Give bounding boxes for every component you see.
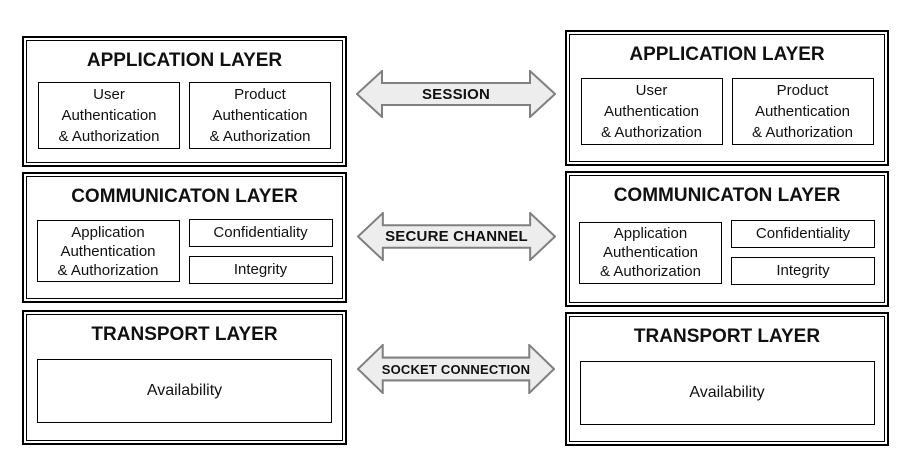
layer-title: TRANSPORT LAYER xyxy=(633,326,821,347)
box-label-line: Application xyxy=(71,223,145,241)
user-auth-box: User Authentication & Authorization xyxy=(38,81,180,149)
communication-right-column: Confidentiality Integrity xyxy=(188,218,333,284)
communication-layer-body: Application Authentication & Authorizati… xyxy=(570,208,884,302)
application-auth-box: Application Authentication & Authorizati… xyxy=(579,221,722,284)
availability-box: Availability xyxy=(37,359,332,423)
layer-title: APPLICATION LAYER xyxy=(629,44,825,65)
double-arrow-icon xyxy=(356,70,556,118)
box-label-line: & Authorization xyxy=(600,263,701,280)
box-label-line: Product xyxy=(234,85,286,103)
box-label-line: Authentication xyxy=(603,103,700,120)
application-layer-right: APPLICATION LAYER User Authentication & … xyxy=(565,30,889,166)
box-label-line: & Authorization xyxy=(752,124,853,141)
communication-layer-right: COMMUNICATON LAYER Application Authentic… xyxy=(565,171,889,307)
box-label-line: & Authorization xyxy=(601,124,702,141)
confidentiality-box: Confidentiality xyxy=(188,218,333,247)
box-label-line: Authentication xyxy=(61,106,157,124)
user-auth-box: User Authentication & Authorization xyxy=(580,78,723,145)
box-label-line: Authentication xyxy=(60,242,156,260)
application-layer-left-inner: APPLICATION LAYER User Authentication & … xyxy=(26,40,343,163)
transport-layer-body: Availability xyxy=(27,347,342,440)
box-label-line: Application xyxy=(613,225,688,242)
application-layer-left: APPLICATION LAYER User Authentication & … xyxy=(22,36,347,167)
double-arrow-icon xyxy=(357,344,555,394)
availability-box: Availability xyxy=(579,360,875,425)
communication-layer-right-inner: COMMUNICATON LAYER Application Authentic… xyxy=(569,175,885,303)
secure-channel-arrow: SECURE CHANNEL xyxy=(357,212,556,261)
session-arrow: SESSION xyxy=(356,70,556,118)
arrow-label: SECURE CHANNEL xyxy=(385,228,528,245)
box-label-line: Product xyxy=(776,82,829,99)
transport-layer-right-inner: TRANSPORT LAYER Availability xyxy=(569,316,885,442)
transport-layer-body: Availability xyxy=(570,349,884,441)
transport-layer-left: TRANSPORT LAYER Availability xyxy=(22,310,347,445)
arrow-label: SESSION xyxy=(421,85,491,103)
arrow-label: SOCKET CONNECTION xyxy=(381,361,531,377)
transport-layer-right: TRANSPORT LAYER Availability xyxy=(565,312,889,446)
socket-connection-arrow: SOCKET CONNECTION xyxy=(357,344,555,394)
communication-right-column: Confidentiality Integrity xyxy=(731,220,875,285)
box-label-line: Authentication xyxy=(754,103,851,120)
application-layer-body: User Authentication & Authorization Prod… xyxy=(570,67,884,161)
integrity-box: Integrity xyxy=(731,257,875,285)
communication-layer-left-inner: COMMUNICATON LAYER Application Authentic… xyxy=(26,176,343,299)
transport-layer-left-inner: TRANSPORT LAYER Availability xyxy=(26,314,343,441)
application-auth-box: Application Authentication & Authorizati… xyxy=(36,220,180,282)
box-label-line: Authentication xyxy=(212,106,308,124)
box-label-line: & Authorization xyxy=(209,127,311,145)
application-layer-body: User Authentication & Authorization Prod… xyxy=(27,73,342,162)
product-auth-box: Product Authentication & Authorization xyxy=(189,81,331,149)
application-layer-right-inner: APPLICATION LAYER User Authentication & … xyxy=(569,34,885,162)
product-auth-box: Product Authentication & Authorization xyxy=(731,78,874,145)
layer-title: APPLICATION LAYER xyxy=(86,50,283,71)
layer-title: COMMUNICATON LAYER xyxy=(71,186,298,207)
double-arrow-icon xyxy=(357,212,556,261)
confidentiality-box: Confidentiality xyxy=(731,220,875,248)
integrity-box: Integrity xyxy=(188,255,333,284)
box-label-line: & Authorization xyxy=(58,127,160,145)
box-label-line: User xyxy=(93,85,125,103)
layer-title: COMMUNICATON LAYER xyxy=(613,185,841,206)
box-label-line: & Authorization xyxy=(57,261,159,279)
box-label-line: User xyxy=(635,82,668,99)
communication-layer-body: Application Authentication & Authorizati… xyxy=(27,209,342,298)
communication-layer-left: COMMUNICATON LAYER Application Authentic… xyxy=(22,172,347,303)
layer-title: TRANSPORT LAYER xyxy=(91,324,278,345)
box-label-line: Authentication xyxy=(602,244,699,261)
